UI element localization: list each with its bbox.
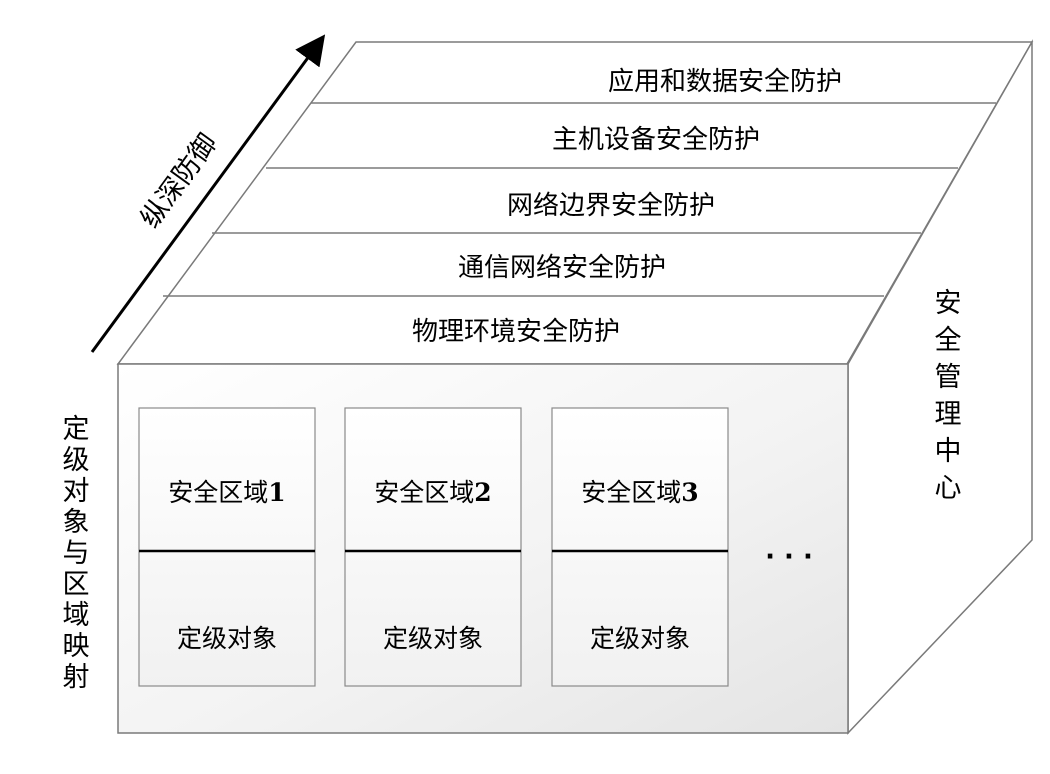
object-zone-mapping-label-char: 与 [63, 538, 90, 569]
more-zones-ellipsis: · · · [765, 542, 813, 572]
zone-object-3: 定级对象 [590, 624, 690, 653]
zone-box-1: 安全区域1 定级对象 [138, 407, 316, 687]
object-zone-mapping-label-char: 射 [63, 662, 90, 693]
zone-box-2: 安全区域2 定级对象 [344, 407, 522, 687]
object-zone-mapping-label-char: 定 [63, 414, 90, 445]
zone-box-3: 安全区域3 定级对象 [551, 407, 729, 687]
layer-label-physical: 物理环境安全防护 [412, 317, 620, 347]
object-zone-mapping-label-char: 级 [63, 445, 90, 476]
object-zone-mapping-label-char: 映 [63, 631, 90, 662]
management-center-label-char: 中 [935, 436, 962, 467]
zone-object-2: 定级对象 [383, 624, 483, 653]
management-center-label-char: 管 [935, 362, 962, 393]
depth-arrow-label: 纵深防御 [135, 128, 224, 234]
object-zone-mapping-label-char: 对 [63, 476, 90, 507]
layer-label-communication: 通信网络安全防护 [458, 253, 666, 283]
layer-label-app-data: 应用和数据安全防护 [608, 67, 842, 97]
object-zone-mapping-label-char: 象 [63, 507, 90, 538]
zone-object-1: 定级对象 [177, 624, 277, 653]
zone-title-3: 安全区域3 [581, 478, 698, 507]
management-center-label-char: 理 [935, 399, 962, 430]
depth-arrow [90, 34, 326, 353]
object-zone-mapping-label-char: 区 [63, 569, 90, 600]
layer-label-boundary: 网络边界安全防护 [507, 191, 715, 221]
object-zone-mapping-label-char: 域 [63, 600, 90, 631]
management-center-label-char: 安 [935, 288, 962, 319]
zone-title-1: 安全区域1 [168, 478, 285, 507]
management-center-label-char: 心 [935, 473, 962, 504]
zone-title-2: 安全区域2 [374, 478, 491, 507]
layer-label-host: 主机设备安全防护 [552, 125, 760, 155]
management-center-label-char: 全 [935, 325, 962, 356]
